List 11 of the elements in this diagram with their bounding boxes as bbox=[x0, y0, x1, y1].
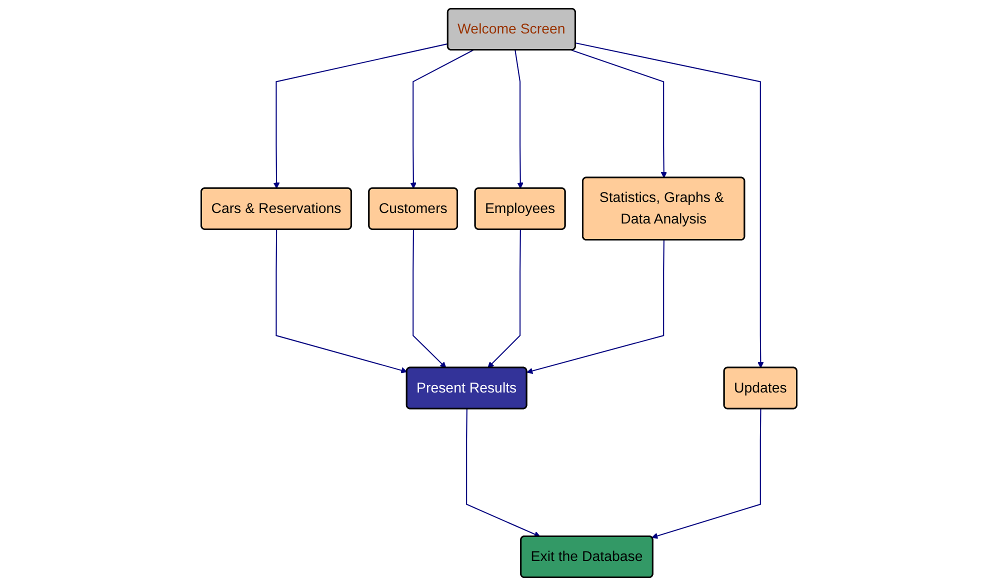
arrow bbox=[488, 229, 521, 368]
arrow bbox=[276, 229, 408, 373]
arrow bbox=[412, 229, 446, 368]
arrow bbox=[410, 49, 474, 188]
arrow bbox=[514, 50, 524, 188]
arrow bbox=[526, 240, 664, 374]
arrow bbox=[652, 408, 762, 538]
arrow bbox=[273, 42, 448, 188]
arrow bbox=[571, 49, 668, 178]
arrow bbox=[466, 408, 540, 537]
arrow bbox=[575, 42, 764, 368]
